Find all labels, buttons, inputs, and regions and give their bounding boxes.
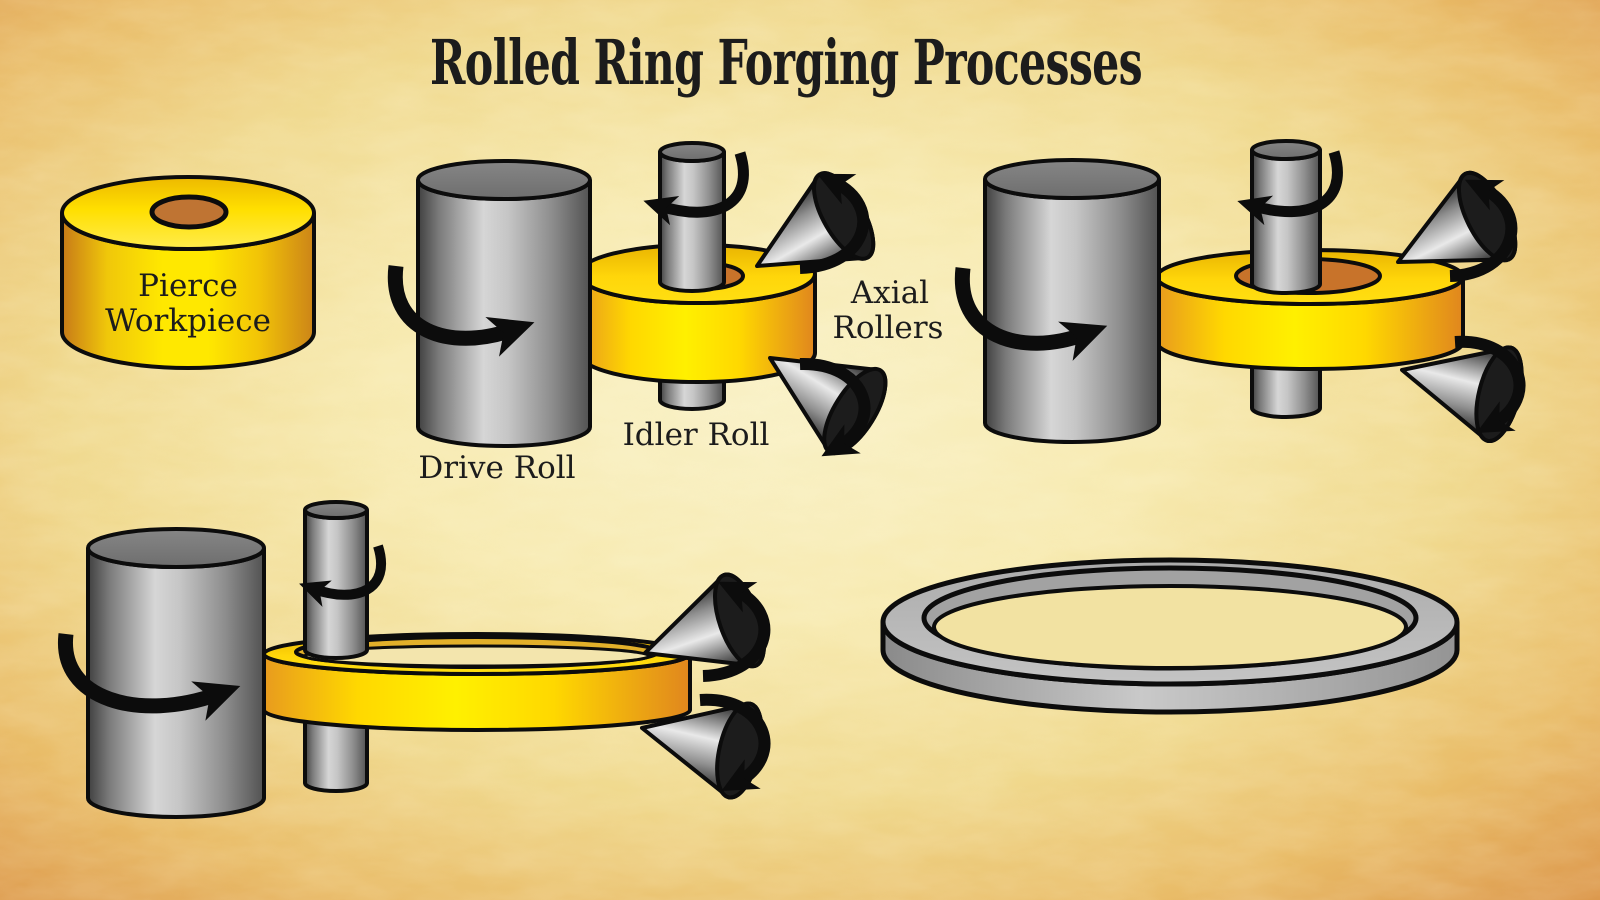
drive-roll-body — [416, 179, 592, 448]
workpiece-pierced-hole — [149, 194, 229, 230]
axial-rollers-label-line2: Rollers — [833, 310, 944, 346]
drive-roll-label: Drive Roll — [418, 450, 575, 486]
pierce-workpiece-label-line1: Pierce — [138, 268, 238, 304]
axial-roller-rotation-arrow-lower-icon — [699, 693, 771, 792]
drive-roll-top — [86, 527, 266, 569]
pierce-workpiece-label-line2: Workpiece — [105, 303, 271, 339]
axial-roller-rotation-arrow-upper-icon — [1449, 179, 1518, 282]
finished-ring-hole — [932, 584, 1408, 670]
drive-roll-rotation-arrow-icon — [387, 265, 535, 357]
axial-roller-rotation-arrow-upper-icon — [799, 173, 870, 274]
idler-roll-upper-segment — [658, 151, 726, 293]
drive-roll-top — [983, 158, 1161, 200]
idler-rotation-arrow-icon — [643, 151, 749, 226]
idler-roll-upper-segment — [303, 509, 369, 660]
stage-pierce-workpiece: Pierce Workpiece — [60, 175, 316, 370]
drive-roll-rotation-arrow-icon — [954, 267, 1108, 361]
stage-ring-rolling-start: Drive Roll Idler Roll Axial Rollers — [387, 141, 944, 486]
axial-rollers-label-line1: Axial — [850, 275, 929, 311]
drive-roll-top — [416, 159, 592, 201]
idler-roll-top — [658, 141, 726, 163]
idler-roll-label: Idler Roll — [623, 417, 770, 453]
drive-roll-rotation-arrow-icon — [58, 633, 241, 721]
axial-roller-rotation-arrow-upper-icon — [702, 581, 771, 682]
page-title: Rolled Ring Forging Processes — [430, 26, 1142, 99]
idler-roll-top — [1250, 139, 1322, 161]
axial-roller-rotation-arrow-lower-icon — [799, 357, 871, 457]
drive-roll-body — [983, 178, 1161, 444]
idler-roll-upper-segment — [1250, 149, 1322, 295]
idler-rotation-arrow-icon — [1237, 150, 1343, 226]
ring-hole — [303, 644, 651, 668]
stage-ring-rolling-expanding — [954, 139, 1533, 448]
idler-rotation-arrow-icon — [299, 544, 387, 607]
axial-roller-rotation-arrow-lower-icon — [1454, 335, 1526, 434]
stage-ring-rolling-final — [58, 500, 777, 819]
drive-roll-body — [86, 547, 266, 819]
stage-finished-ring — [880, 557, 1460, 715]
idler-roll-top — [303, 500, 369, 520]
